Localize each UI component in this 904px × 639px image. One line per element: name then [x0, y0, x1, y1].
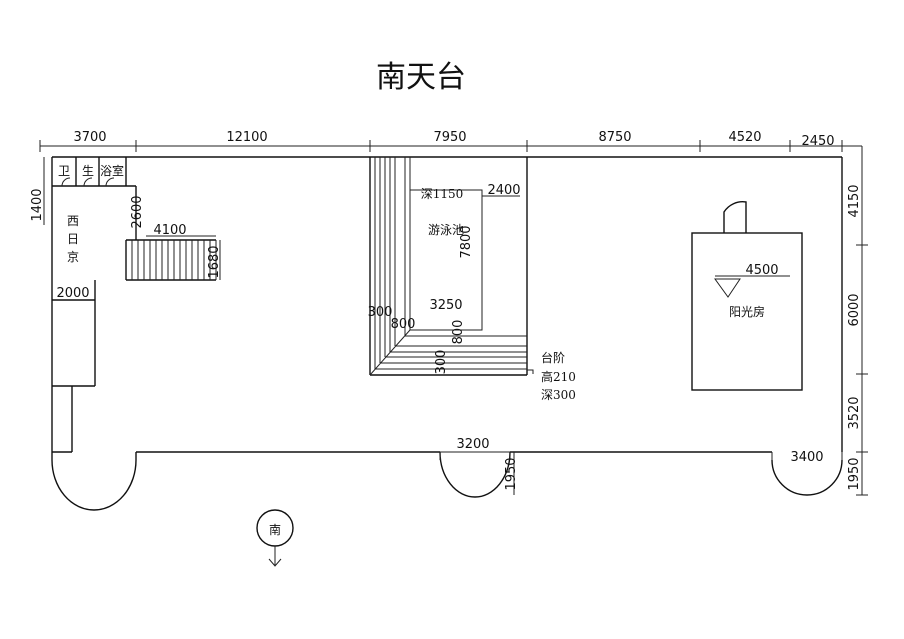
outer-wall: [51, 156, 843, 453]
dim-right-4: 1950: [847, 457, 862, 490]
label-xirijing-3: 京: [67, 250, 79, 264]
dim-top-1: 3700: [73, 130, 106, 145]
label-xirijing-2: 日: [67, 232, 79, 246]
dim-stair-4100: 4100: [153, 223, 186, 238]
level-marker: [714, 278, 741, 298]
steps-note-3: 深300: [541, 388, 576, 402]
steps-note-2: 高210: [541, 369, 576, 384]
compass: 南: [256, 509, 294, 567]
dim-top-3: 7950: [433, 130, 466, 145]
bay-left: [51, 452, 137, 511]
dim-top-5: 4520: [728, 130, 761, 145]
label-bath: 浴室: [100, 163, 124, 178]
dim-sunroom-4500: 4500: [745, 263, 778, 278]
dim-pool-7800: 7800: [459, 225, 474, 258]
dim-2000: 2000: [56, 286, 89, 301]
dim-right-lines: [856, 146, 868, 496]
dim-right-2: 6000: [847, 293, 862, 326]
label-pool: 游泳池: [428, 223, 464, 237]
dim-left: 1400: [30, 188, 45, 221]
dim-top-4: 8750: [598, 130, 631, 145]
west-rooms: [52, 157, 216, 453]
sunroom: [691, 232, 803, 391]
dim-stair-2600: 2600: [130, 195, 145, 228]
stair-treads: [131, 240, 217, 280]
pool: [369, 157, 534, 376]
step-marker: [527, 369, 534, 374]
door-arc-right: [771, 459, 843, 496]
dim-bottom-3200: 3200: [456, 437, 489, 452]
label-sheng: 生: [82, 164, 94, 178]
door-arc-middle: [439, 451, 511, 498]
plan-title: 南天台: [376, 60, 466, 95]
dim-pool-300: 300: [368, 305, 393, 320]
dim-top-lines: [39, 140, 862, 152]
dim-top-2: 12100: [226, 130, 267, 145]
dim-right-1: 4150: [847, 184, 862, 217]
dim-pool-800b: 800: [451, 320, 466, 345]
label-sunroom: 阳光房: [729, 304, 765, 319]
label-xirijing-1: 西: [67, 214, 79, 228]
door-swing-3: [105, 177, 115, 187]
compass-arrow-icon: [268, 558, 282, 567]
dim-pool-800a: 800: [391, 317, 416, 332]
dim-pool-300b: 300: [434, 350, 449, 375]
compass-label: 南: [269, 522, 281, 537]
dim-bottom-1950: 1950: [504, 457, 519, 490]
dim-right-3: 3520: [847, 396, 862, 429]
label-pool-depth: 深1150: [421, 187, 464, 201]
dim-pool-3250: 3250: [429, 298, 462, 313]
door-swing-1: [61, 177, 71, 187]
dim-pool-2400: 2400: [487, 183, 520, 198]
sunroom-door: [723, 201, 747, 233]
dim-top-6: 2450: [801, 134, 834, 149]
dim-stair-1680: 1680: [207, 245, 222, 278]
steps-note-1: 台阶: [541, 350, 565, 365]
door-swing-2: [83, 177, 93, 187]
dim-bottom-3400: 3400: [790, 450, 823, 465]
label-toilet: 卫: [58, 164, 70, 178]
